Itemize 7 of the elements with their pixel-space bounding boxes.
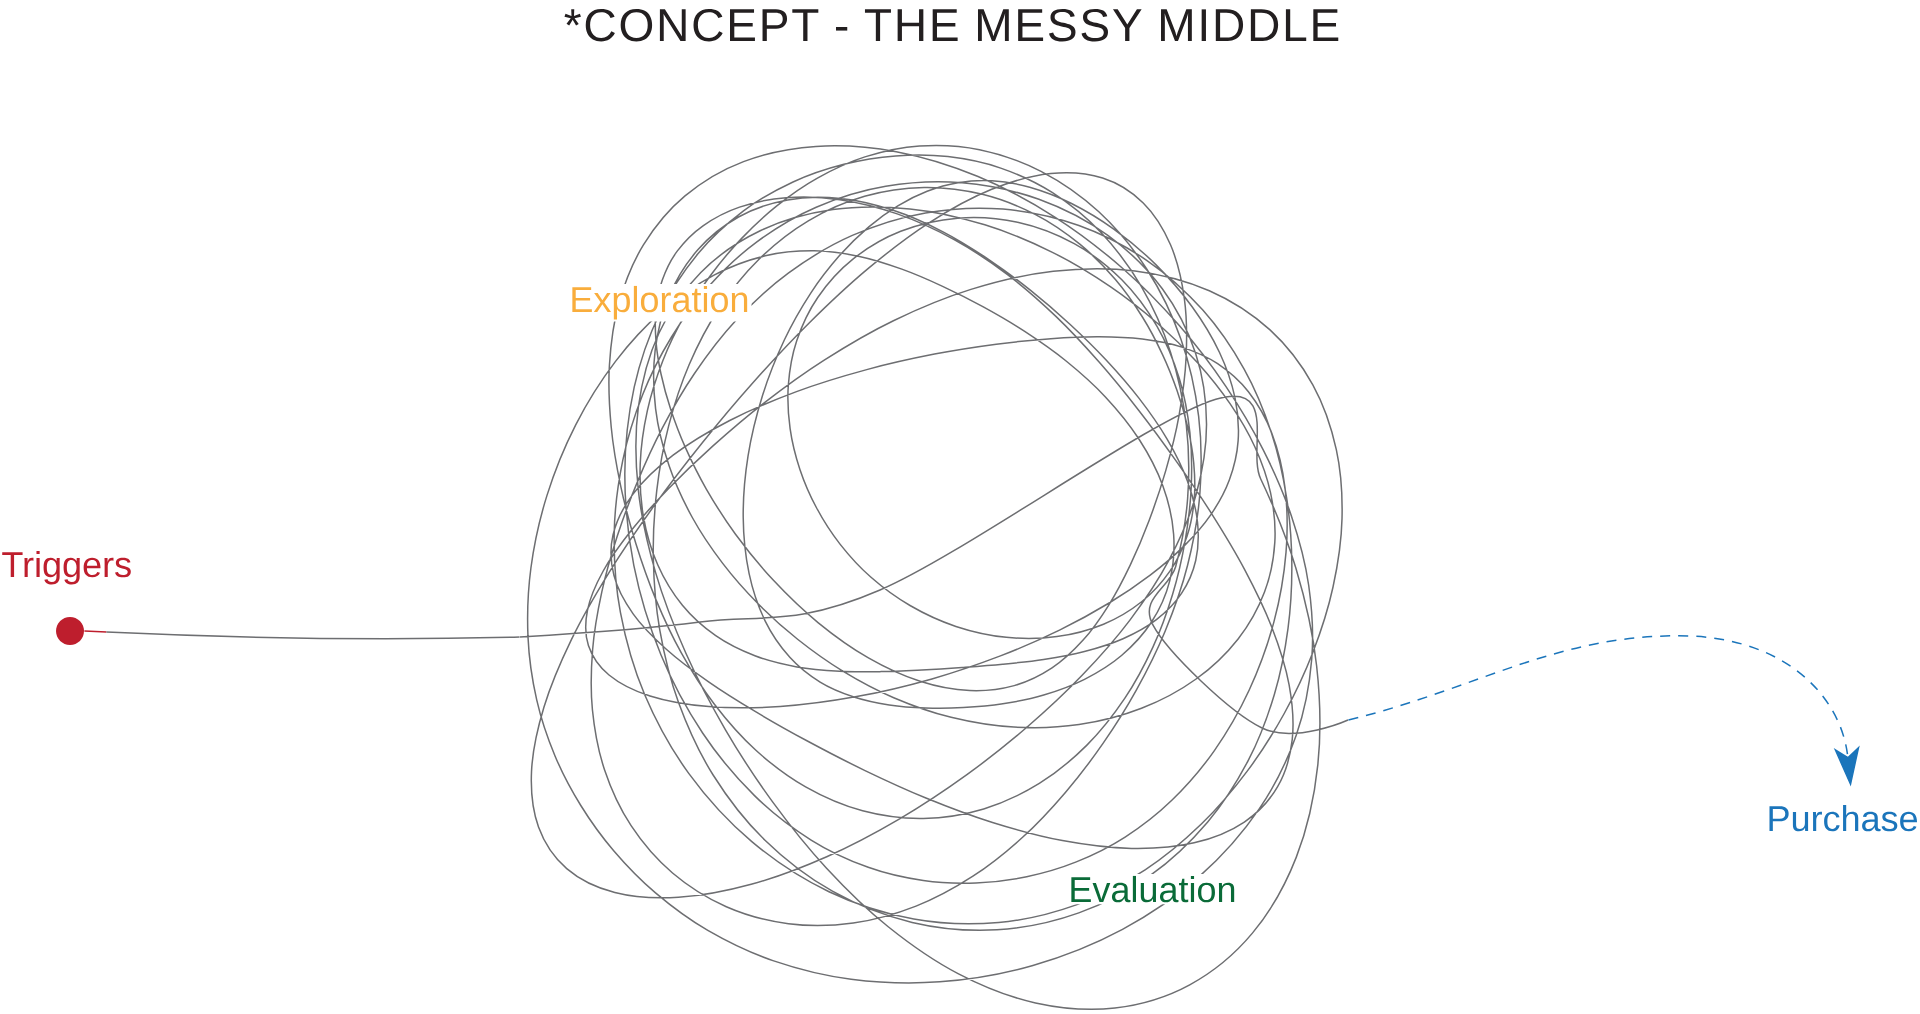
stage-label: Triggers <box>2 550 131 585</box>
scribble-drawing <box>519 144 1349 1011</box>
title: *CONCEPT - THE MESSY MIDDLE <box>564 8 1339 42</box>
stage-label: Purchase <box>1769 804 1917 832</box>
stage-label: Exploration <box>567 283 752 322</box>
stage-label: Evaluation <box>1066 873 1239 905</box>
connector-line <box>105 631 521 640</box>
